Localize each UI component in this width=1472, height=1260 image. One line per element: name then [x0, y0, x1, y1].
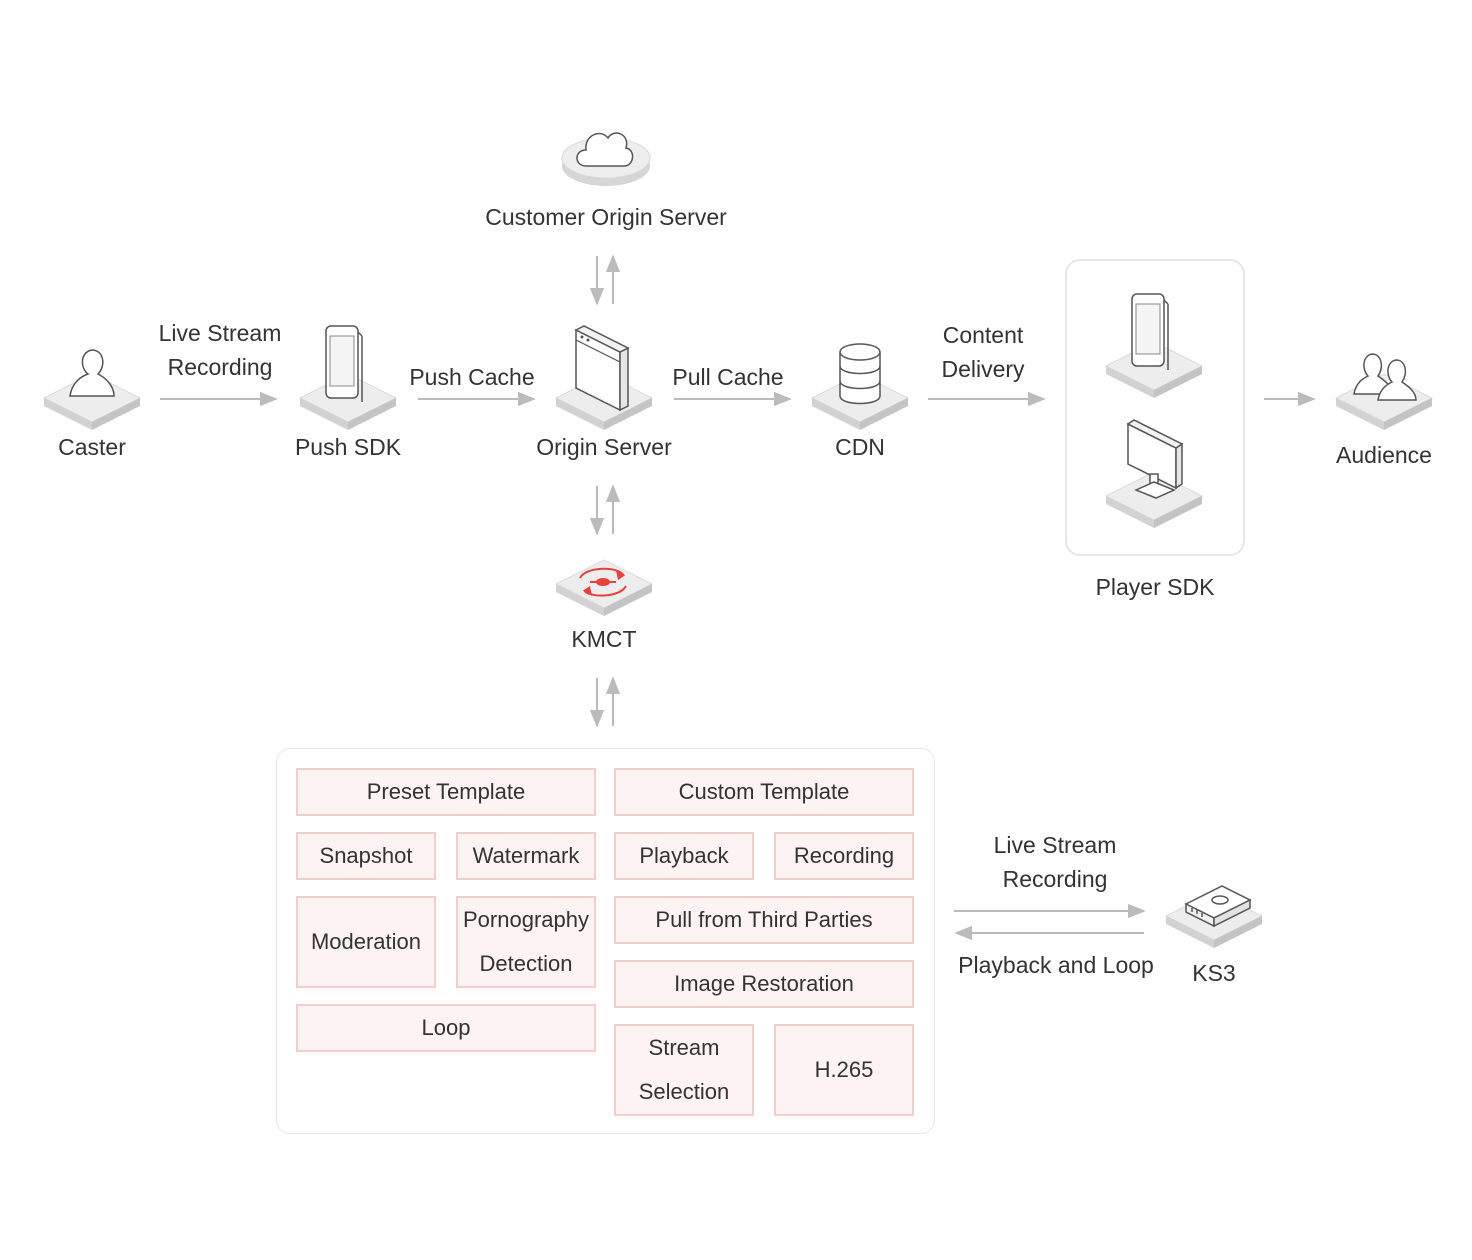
audience-label: Audience: [1336, 442, 1432, 468]
ks3-label: KS3: [1192, 960, 1236, 986]
feature-recording: Recording: [774, 832, 914, 880]
feature-snapshot: Snapshot: [296, 832, 436, 880]
feature-stream-selection: Stream Selection: [614, 1024, 754, 1116]
feature-loop: Loop: [296, 1004, 596, 1052]
storage-icon: [1164, 885, 1264, 948]
phone-icon: [298, 325, 398, 430]
feature-preset-template: Preset Template: [296, 768, 596, 816]
ks3-recording-label: Live Stream Recording: [993, 832, 1117, 892]
person-icon: [42, 349, 142, 430]
live-stream-recording-label: Live Stream Recording: [158, 320, 282, 380]
feature-image-restoration: Image Restoration: [614, 960, 914, 1008]
phone-icon: [1104, 293, 1204, 398]
feature-h265: H.265: [774, 1024, 914, 1116]
content-delivery-label: Content Delivery: [941, 322, 1025, 382]
origin-server-label: Origin Server: [536, 434, 672, 460]
feature-watermark: Watermark: [456, 832, 596, 880]
monitor-icon: [1104, 419, 1204, 528]
player-sdk-label: Player SDK: [1095, 574, 1215, 600]
database-icon: [810, 343, 910, 430]
flow-arrows: [160, 254, 1316, 941]
feature-custom-template: Custom Template: [614, 768, 914, 816]
push-cache-label: Push Cache: [409, 364, 535, 390]
caster-label: Caster: [58, 434, 126, 460]
feature-pull-third-parties: Pull from Third Parties: [614, 896, 914, 944]
cloud-icon: [561, 132, 651, 186]
feature-porn-detection: Pornography Detection: [456, 896, 596, 988]
pull-cache-label: Pull Cache: [672, 364, 784, 390]
push-sdk-label: Push SDK: [294, 434, 402, 460]
feature-moderation: Moderation: [296, 896, 436, 988]
cdn-label: CDN: [835, 434, 885, 460]
transcode-icon: [554, 559, 654, 616]
feature-playback: Playback: [614, 832, 754, 880]
people-icon: [1334, 353, 1434, 430]
kmct-label: KMCT: [571, 626, 637, 652]
customer-origin-label: Customer Origin Server: [485, 204, 727, 230]
playback-loop-label: Playback and Loop: [958, 952, 1154, 978]
server-icon: [554, 325, 654, 430]
player-sdk-box: [1065, 259, 1245, 556]
